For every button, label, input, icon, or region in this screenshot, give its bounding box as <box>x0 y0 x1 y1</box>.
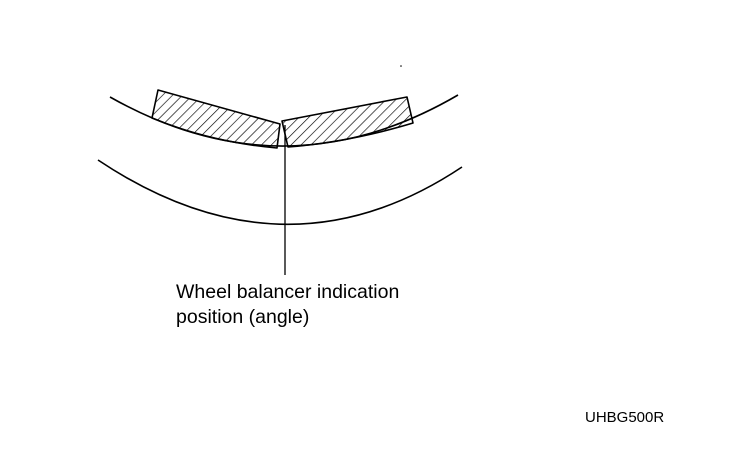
callout-line-2: position (angle) <box>176 306 310 328</box>
balance-weight-right <box>281 96 414 148</box>
scan-speck <box>400 65 402 67</box>
figure-reference-code: UHBG500R <box>585 409 665 426</box>
indication-callout-label: Wheel balancer indication position (angl… <box>176 280 399 330</box>
callout-line-1: Wheel balancer indication <box>176 281 400 303</box>
wheel-rim-inner-curve <box>97 159 463 226</box>
balance-weight-left <box>151 89 281 149</box>
